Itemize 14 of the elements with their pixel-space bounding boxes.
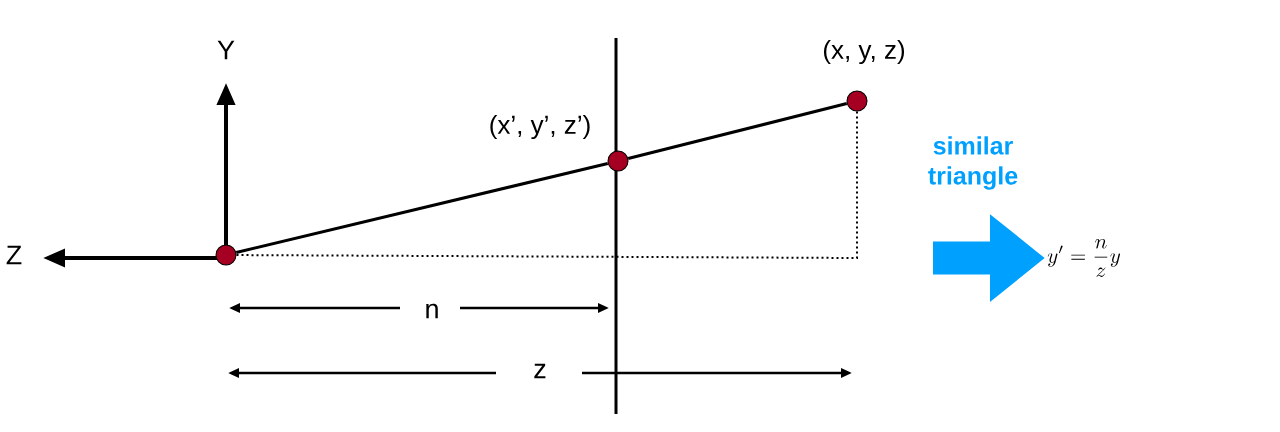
projection-line [235,162,609,254]
axis-label: Y [214,37,238,63]
dotted-line [235,110,858,259]
point-label: (x, y, z) [824,39,905,65]
formula: $y' = \frac{n}{z}y$ [1047,238,1121,278]
point-dot [607,150,629,172]
point-dot [215,244,237,266]
axis-label: Z [2,242,26,268]
edge-label: similar triangle [928,136,1018,190]
point-label: (x’, y’, z’) [490,114,590,140]
axis-label: n [421,300,443,322]
projection-line [627,102,848,160]
point-dot [846,90,868,112]
axis-label: z [530,360,550,382]
